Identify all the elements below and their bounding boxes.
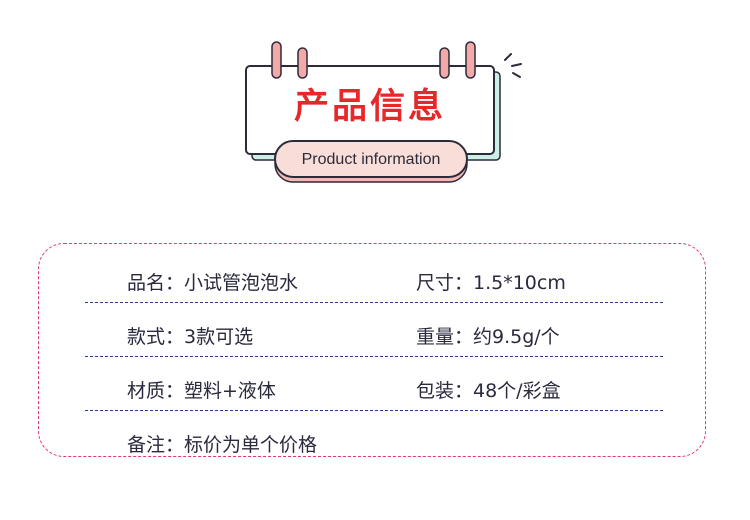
- binder-rings: [271, 41, 476, 79]
- product-info-card: [38, 243, 706, 457]
- product-name-field: 品名：小试管泡泡水: [127, 272, 299, 294]
- product-packaging-field: 包装：48个/彩盒: [416, 380, 561, 402]
- page-title: 产品信息: [293, 87, 446, 127]
- product-material-field: 材质：塑料+液体: [127, 380, 276, 402]
- product-style-field: 款式：3款可选: [127, 326, 254, 348]
- product-size-field: 尺寸：1.5*10cm: [416, 272, 566, 294]
- notepad-frame-graphic: [245, 41, 522, 183]
- page-subtitle: Product information: [301, 151, 441, 168]
- info-row: 款式：3款可选 重量：约9.5g/个: [85, 314, 663, 357]
- info-row: 材质：塑料+液体 包装：48个/彩盒: [85, 368, 663, 411]
- product-note-field: 备注：标价为单个价格: [127, 434, 318, 456]
- sparkle-icon: [504, 53, 522, 78]
- header-banner: 产品信息 Product information: [0, 0, 750, 200]
- product-weight-field: 重量：约9.5g/个: [416, 326, 560, 348]
- info-row: 品名：小试管泡泡水 尺寸：1.5*10cm: [85, 260, 663, 303]
- info-row: 备注：标价为单个价格: [85, 422, 663, 464]
